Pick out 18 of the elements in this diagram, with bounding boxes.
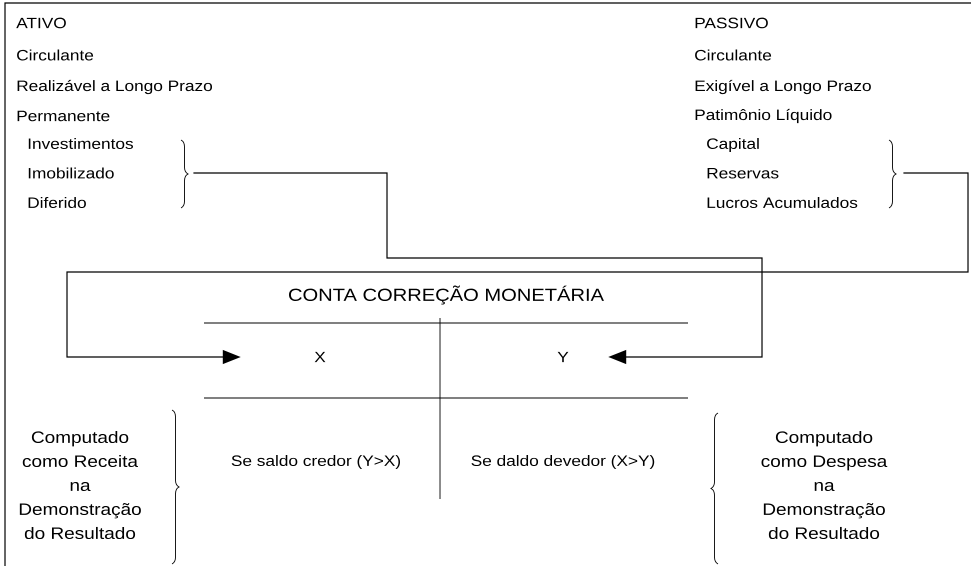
label-text: Computado como Receita na Demonstração do Resultado [20, 430, 141, 540]
label-text: Permanente [18, 110, 110, 122]
item-list: Investimentos Imobilizado Diferido [28, 138, 133, 208]
label-text: Circulante [695, 50, 772, 60]
label-text: Realizável a Longo Prazo [18, 80, 212, 94]
account-entry: Y [558, 352, 568, 362]
label-text: ATIVO [16, 18, 66, 28]
label-text: Patimônio Líquido [696, 108, 832, 124]
connector-arrow [193, 172, 763, 364]
label-text: Circulante [17, 50, 94, 60]
label-text: CONTA CORREÇÃO MONETÁRIA [289, 285, 604, 305]
account-entry: X [314, 352, 326, 362]
label-text: Se daldo devedor (X>Y) [472, 455, 654, 469]
label-text: Exigível a Longo Prazo [696, 80, 871, 94]
label-text: Computado como Despesa na Demonstração do Resultado [762, 430, 888, 540]
item-list: Capital Reservas Lucros Acumulados [707, 138, 858, 208]
label-text: PASSIVO [696, 18, 768, 28]
label-text: Se saldo credor (Y>X) [232, 455, 400, 469]
